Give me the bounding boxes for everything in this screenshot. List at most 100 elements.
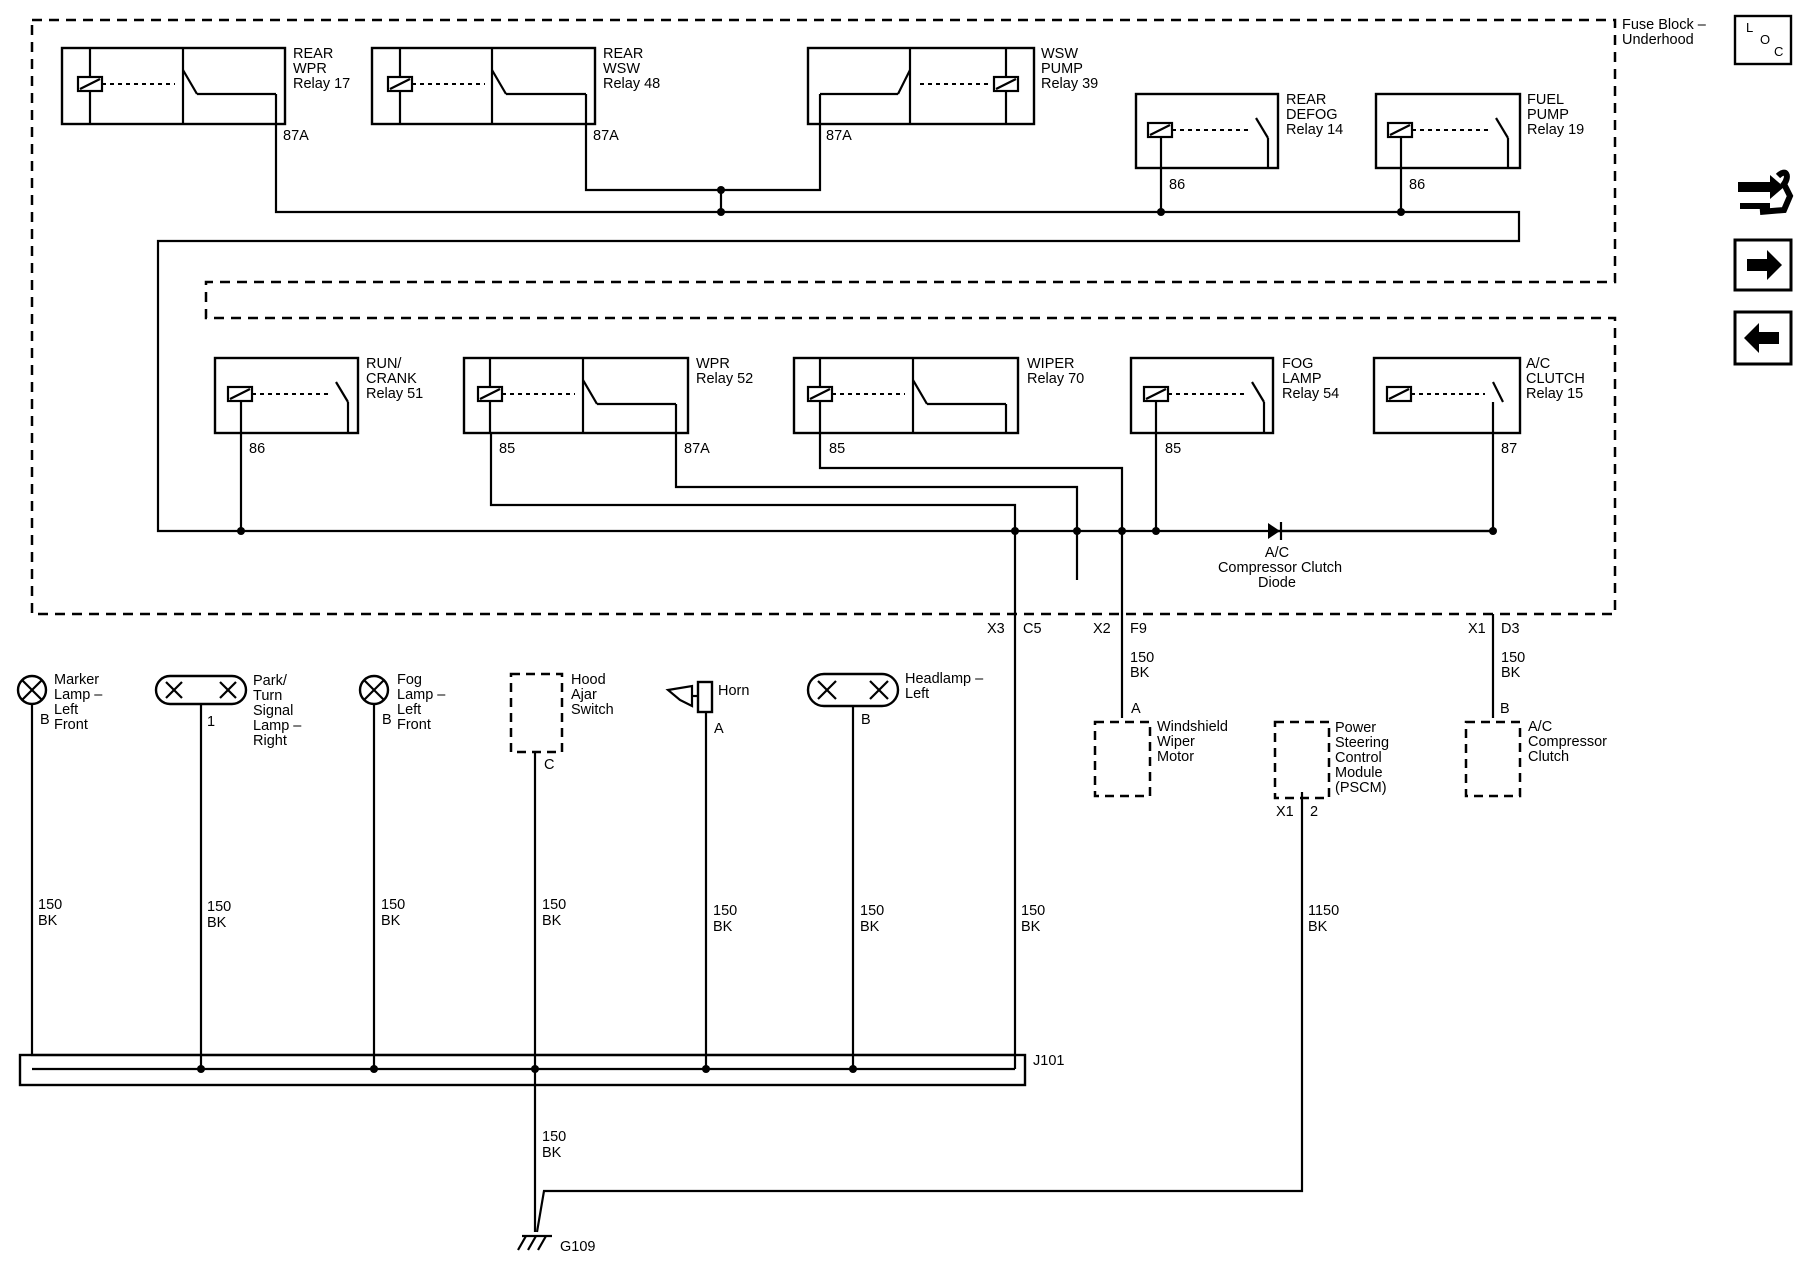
- relay-wiper-pin: 85: [829, 441, 845, 457]
- marker-lamp-symbol: [16, 674, 48, 706]
- relay-rear-wpr: [60, 46, 287, 126]
- wire-label: 150: [860, 903, 884, 919]
- pscm-pin: 2: [1310, 804, 1318, 820]
- wire-label: 150: [1130, 650, 1154, 666]
- horn-pin: A: [714, 721, 724, 737]
- svg-text:C: C: [1774, 44, 1783, 59]
- splice-bar-j101: [18, 1053, 1027, 1087]
- relay-wsw-pump-pin: 87A: [826, 128, 852, 144]
- park-lamp-symbol: [154, 674, 248, 706]
- relay-fuel-pump-pin: 86: [1409, 177, 1425, 193]
- relay-rear-defog: [1134, 92, 1280, 170]
- svg-text:O: O: [1760, 32, 1770, 47]
- relay-wpr-pin-85: 85: [499, 441, 515, 457]
- wire-label: BK: [860, 919, 880, 935]
- ac-compressor-pin: B: [1500, 701, 1510, 717]
- fog-lamp-lf-symbol: [358, 674, 390, 706]
- wire-label: BK: [1130, 665, 1150, 681]
- connector-x2: X2: [1093, 621, 1111, 637]
- relay-wpr: [462, 356, 690, 435]
- connector-x3: X3: [987, 621, 1005, 637]
- connector-f9: F9: [1130, 621, 1147, 637]
- relay-rear-defog-pin: 86: [1169, 177, 1185, 193]
- relay-wsw-pump: [806, 46, 1036, 126]
- relay-run-crank: [213, 356, 360, 435]
- next-arrow-icon[interactable]: [1733, 238, 1793, 292]
- relay-wiper: [792, 356, 1020, 435]
- wire-label: 150: [1501, 650, 1525, 666]
- pscm-symbol: [1273, 720, 1331, 800]
- fuse-block-title: Fuse Block –Underhood: [1622, 17, 1707, 48]
- prev-arrow-icon[interactable]: [1733, 310, 1793, 366]
- wire-label: BK: [542, 913, 562, 929]
- wire-label: 150: [542, 1129, 566, 1145]
- relay-rear-wpr-pin: 87A: [283, 128, 309, 144]
- ac-diode-symbol: [1268, 522, 1283, 540]
- wire-label: BK: [1308, 919, 1328, 935]
- relay-run-crank-pin: 86: [249, 441, 265, 457]
- headlamp-symbol: [806, 672, 900, 708]
- wire-label: 150: [207, 899, 231, 915]
- relay-fog-lamp-pin: 85: [1165, 441, 1181, 457]
- headlamp-pin: B: [861, 712, 871, 728]
- horn-label: Horn: [718, 683, 749, 699]
- splice-dots: [237, 186, 1497, 535]
- schematic-icon[interactable]: [1738, 169, 1794, 215]
- park-lamp-pin: 1: [207, 714, 215, 730]
- fuse-block-outline: [30, 18, 1617, 616]
- relay-wpr-pin-87a: 87A: [684, 441, 710, 457]
- wire-label: 150: [713, 903, 737, 919]
- relay-rear-wsw-pin: 87A: [593, 128, 619, 144]
- svg-text:L: L: [1746, 20, 1753, 35]
- ground-label: G109: [560, 1239, 595, 1255]
- wire-label: BK: [381, 913, 401, 929]
- hood-switch-pin: C: [544, 757, 554, 773]
- wire-label: BK: [1501, 665, 1521, 681]
- relay-fog-lamp: [1129, 356, 1275, 435]
- connector-c5: C5: [1023, 621, 1042, 637]
- wire-label: BK: [713, 919, 733, 935]
- wire-label: 150: [38, 897, 62, 913]
- marker-lamp-pin: B: [40, 712, 50, 728]
- wiper-motor-symbol: [1093, 720, 1152, 798]
- wire-label: 150: [542, 897, 566, 913]
- loc-icon[interactable]: L O C: [1733, 14, 1793, 66]
- wire-label: 1150: [1308, 903, 1339, 919]
- hood-switch-symbol: [509, 672, 564, 754]
- splice-j101-label: J101: [1033, 1053, 1064, 1069]
- wire-label: BK: [542, 1145, 562, 1161]
- wire-label: 150: [381, 897, 405, 913]
- connector-d3: D3: [1501, 621, 1520, 637]
- lower-wiring: [199, 614, 1495, 1233]
- wire-label: 150: [1021, 903, 1045, 919]
- headlamp-label: Headlamp –Left: [905, 671, 984, 702]
- horn-symbol: [665, 680, 714, 714]
- relay-rear-wsw: [370, 46, 597, 126]
- relay-fuel-pump: [1374, 92, 1522, 170]
- relay-ac-clutch: [1372, 356, 1522, 435]
- wiper-motor-pin: A: [1131, 701, 1141, 717]
- relay-ac-clutch-pin: 87: [1501, 441, 1517, 457]
- wire-label: BK: [38, 913, 58, 929]
- fog-lamp-lf-pin: B: [382, 712, 392, 728]
- ac-compressor-symbol: [1464, 720, 1522, 798]
